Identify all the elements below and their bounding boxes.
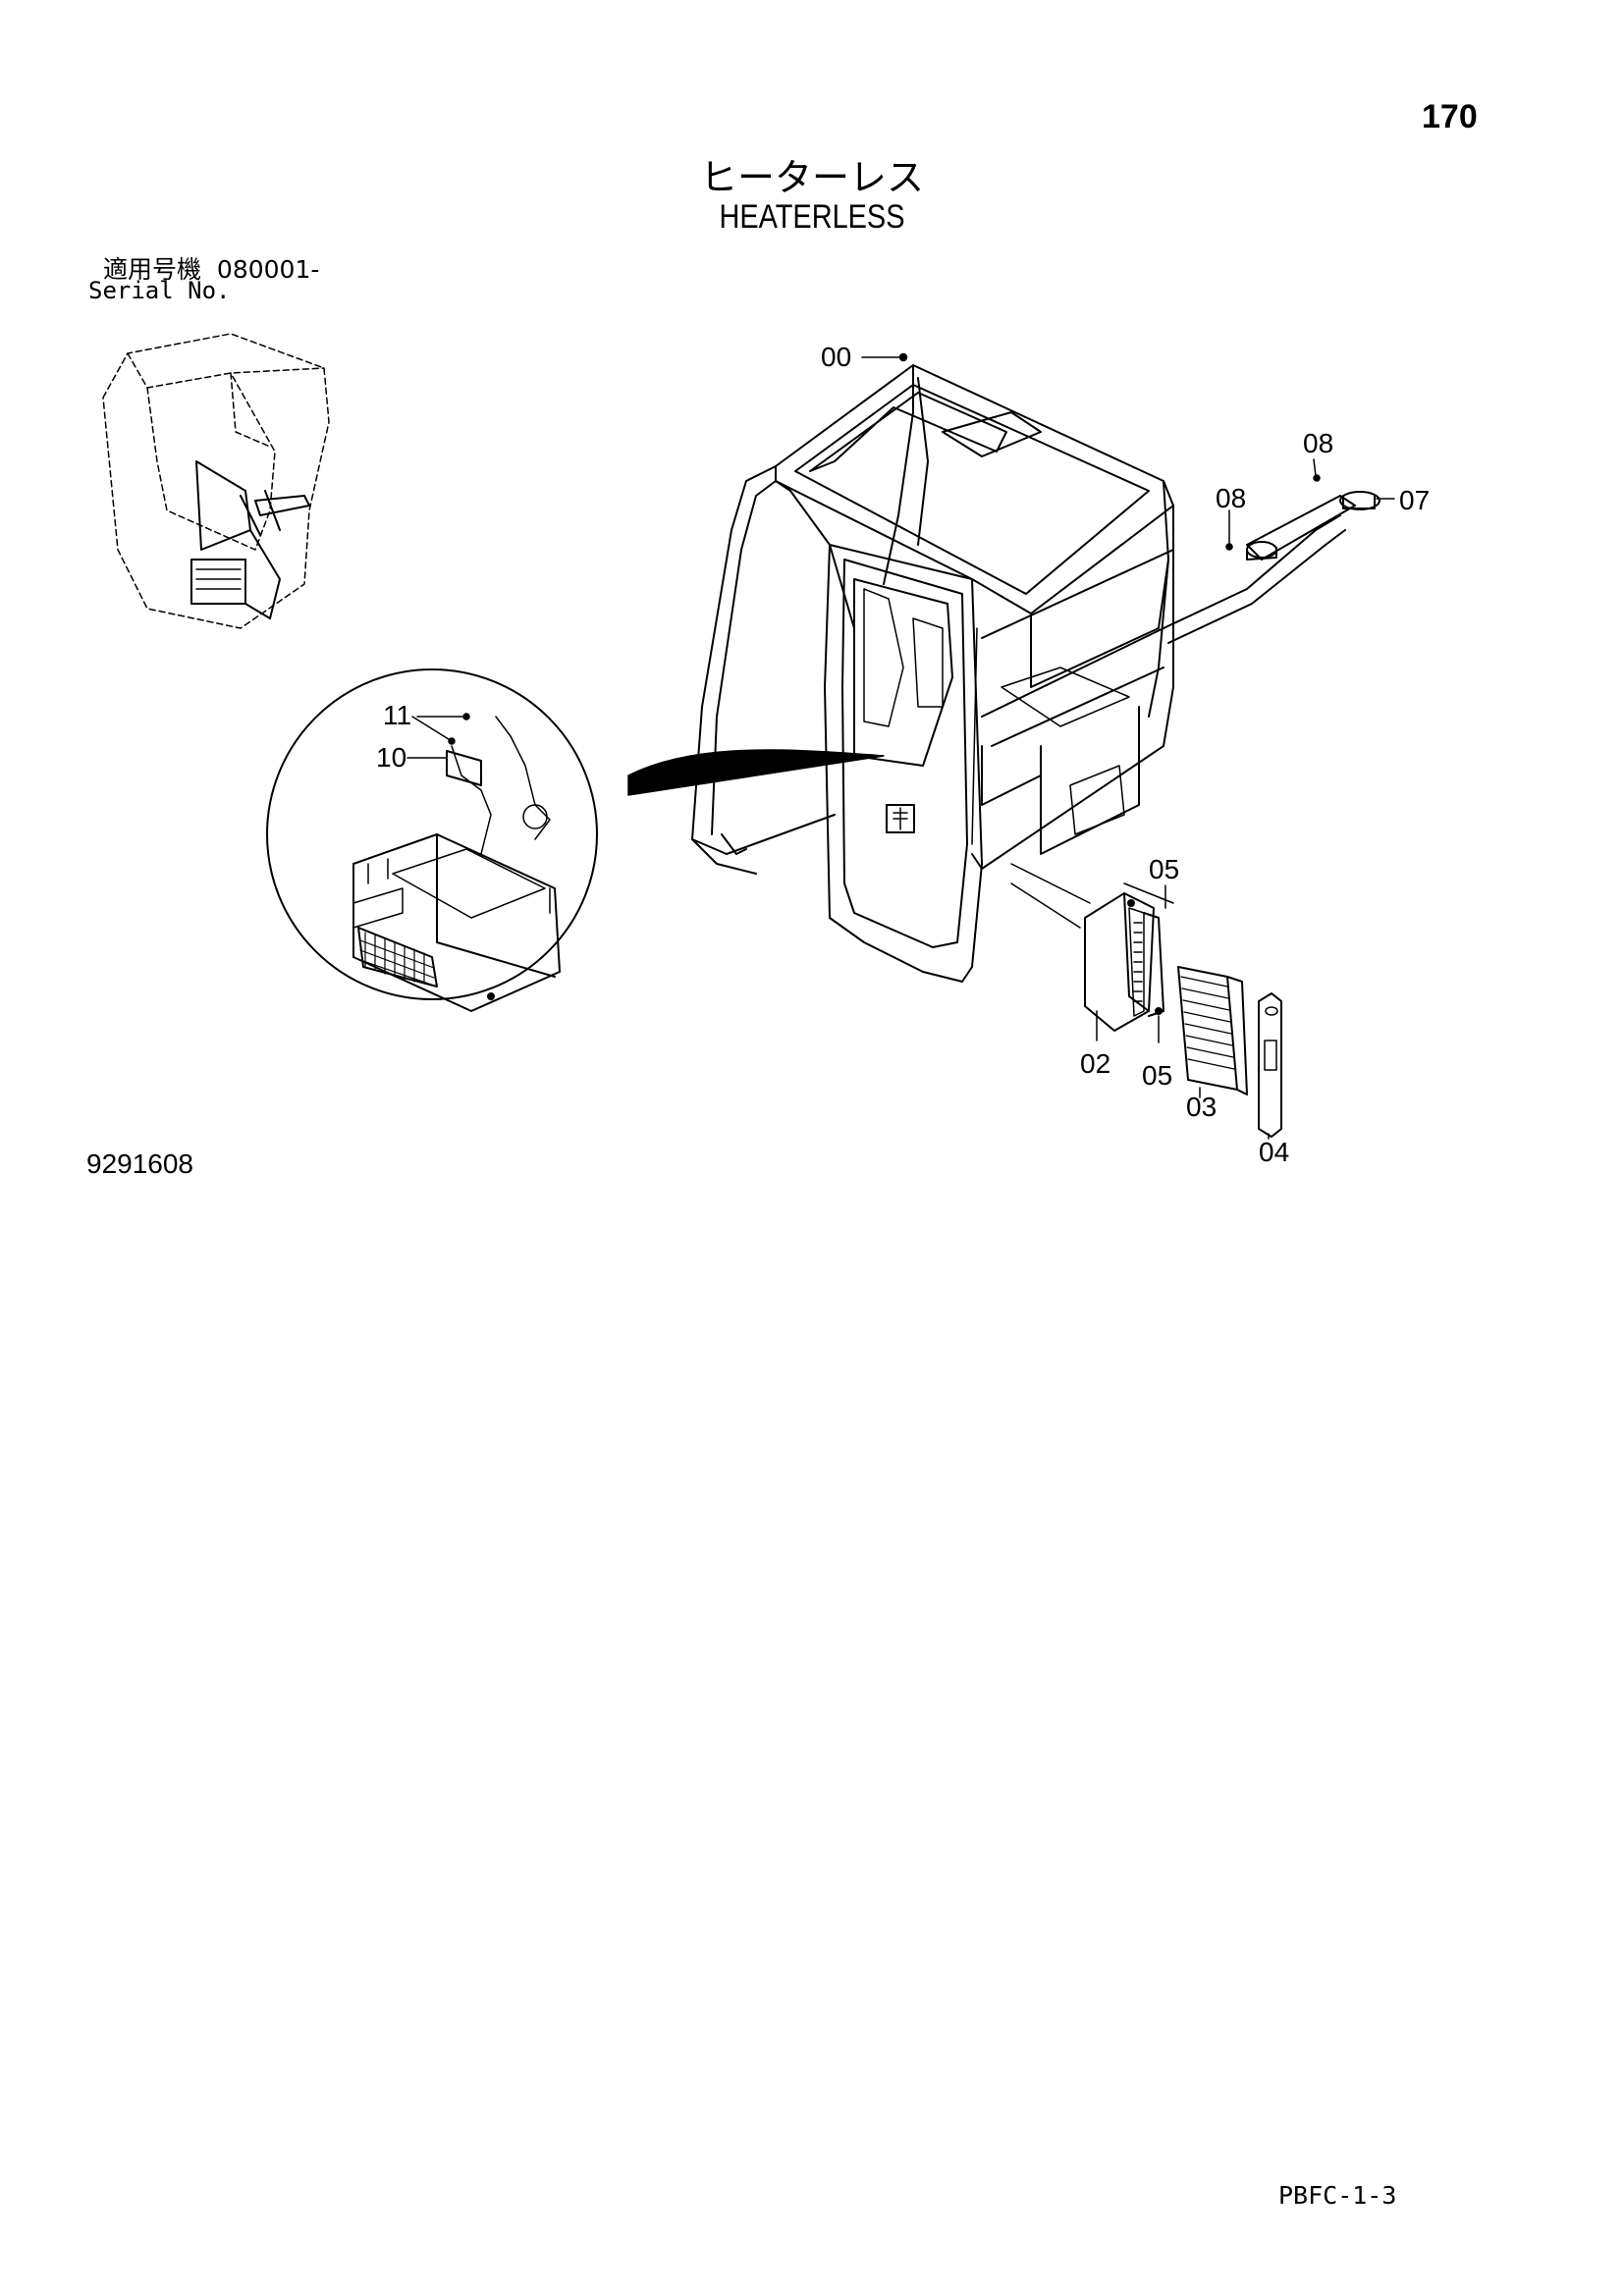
callout-04: 04 bbox=[1259, 1137, 1290, 1167]
callout-07: 07 bbox=[1399, 485, 1431, 515]
callout-03: 03 bbox=[1186, 1092, 1218, 1122]
detail-circle bbox=[266, 668, 598, 1012]
callout-08-lower: 08 bbox=[1216, 483, 1247, 513]
callout-10: 10 bbox=[376, 742, 407, 773]
callout-11: 11 bbox=[383, 700, 412, 730]
leader-lines bbox=[406, 352, 1395, 1140]
title-japanese: ヒーターレス bbox=[699, 156, 924, 199]
page-number: 170 bbox=[1422, 98, 1478, 135]
callout-02: 02 bbox=[1080, 1048, 1111, 1079]
figure-code: 9291608 bbox=[86, 1148, 194, 1179]
callout-00: 00 bbox=[821, 342, 852, 372]
detail-pointer bbox=[627, 749, 885, 796]
duct-parts bbox=[1010, 863, 1282, 1138]
page-code: PBFC-1-3 bbox=[1278, 2181, 1397, 2210]
serial-label-ja-text: 適用号機 bbox=[103, 255, 202, 284]
cab-overview-thumbnail bbox=[102, 333, 330, 629]
serial-number: 080001- bbox=[216, 255, 320, 284]
duct-arm bbox=[1163, 491, 1380, 644]
cab-frame bbox=[691, 364, 1174, 983]
callout-05-upper: 05 bbox=[1149, 854, 1180, 884]
serial-label-japanese: 適用号機 080001- bbox=[103, 250, 319, 286]
serial-label-english: Serial No. bbox=[88, 277, 231, 304]
callout-08-upper: 08 bbox=[1303, 428, 1334, 458]
title-english: HEATERLESS bbox=[719, 198, 905, 236]
callout-05-lower: 05 bbox=[1142, 1060, 1173, 1091]
